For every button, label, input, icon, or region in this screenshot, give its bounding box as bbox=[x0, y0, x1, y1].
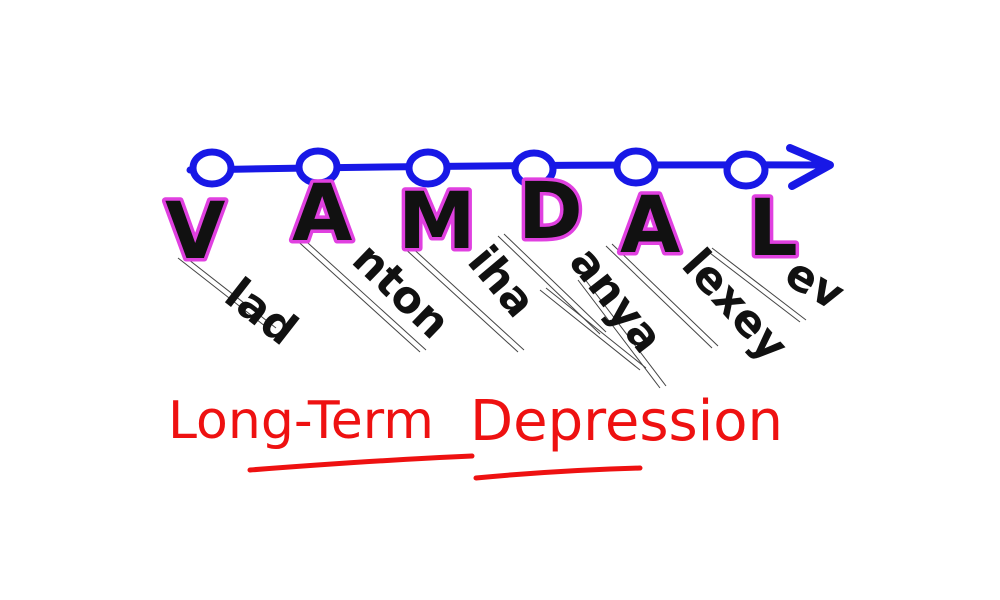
initial-letter: M bbox=[398, 177, 476, 267]
name-labels: V lad A nton M iha D anya A lexey L ev bbox=[162, 164, 853, 372]
hatch-line bbox=[297, 233, 427, 351]
caption-underline-2 bbox=[473, 465, 643, 481]
initial-letter: A bbox=[620, 181, 680, 271]
hatch-line bbox=[177, 257, 271, 331]
timeline-node bbox=[723, 150, 769, 190]
hatch-line bbox=[401, 245, 519, 353]
timeline-node bbox=[189, 148, 235, 188]
hatch-marks bbox=[177, 233, 807, 389]
initial-letter: L bbox=[748, 184, 798, 274]
initial-letter: D bbox=[518, 167, 583, 257]
initial-letter: V bbox=[165, 187, 225, 277]
hatch-line bbox=[407, 243, 525, 351]
hatch-line bbox=[711, 247, 807, 321]
caption-long-term: Long-Term bbox=[168, 391, 434, 451]
hatch-line bbox=[583, 277, 667, 387]
timeline-nodes bbox=[189, 147, 769, 190]
timeline-node bbox=[295, 147, 341, 187]
hatch-line bbox=[183, 255, 277, 329]
initial-letter: A bbox=[292, 169, 352, 259]
hatch-line bbox=[539, 289, 641, 371]
hatch-line bbox=[705, 249, 801, 323]
hatch-line bbox=[545, 287, 647, 369]
caption-depression: Depression bbox=[470, 389, 783, 454]
name-vlad: V lad bbox=[162, 184, 307, 356]
caption-underline-1 bbox=[247, 453, 475, 473]
hatch-line bbox=[577, 279, 661, 389]
name-lev: L ev bbox=[745, 181, 853, 321]
hatch-line bbox=[503, 233, 607, 333]
timeline-node bbox=[511, 149, 557, 189]
name-rest: lad bbox=[215, 268, 307, 355]
hatch-line bbox=[605, 245, 713, 349]
caption: Long-Term Depression bbox=[168, 389, 783, 481]
timeline-node bbox=[405, 148, 451, 188]
timeline-node bbox=[613, 147, 659, 187]
hatch-line bbox=[611, 243, 719, 347]
arrowhead bbox=[786, 144, 834, 190]
hatch-line bbox=[291, 235, 421, 353]
